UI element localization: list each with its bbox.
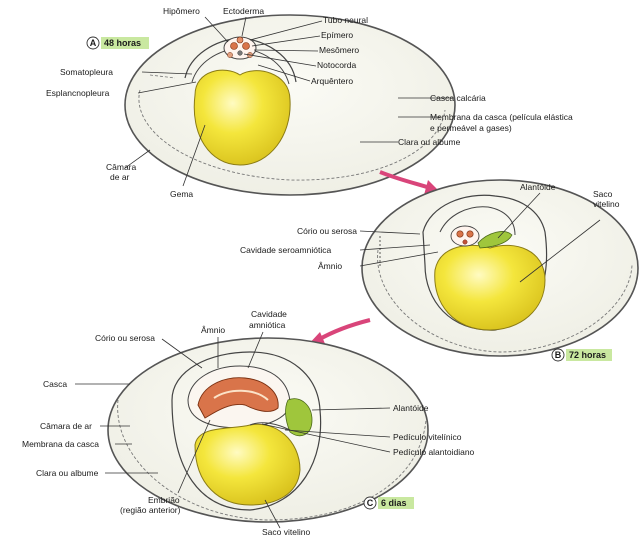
stage-b-letter: B <box>555 350 562 360</box>
stage-a-egg <box>125 15 455 195</box>
stage-a-letter: A <box>90 38 97 48</box>
label-membrana-c: Membrana da casca <box>22 439 99 449</box>
label-alantoide-b: Alantóide <box>520 182 556 192</box>
label-alantoide-c: Alantóide <box>393 403 429 413</box>
stage-b-badge: B 72 horas <box>552 349 612 361</box>
label-epimero: Epímero <box>321 30 353 40</box>
label-somatopleura: Somatopleura <box>60 67 113 77</box>
label-pediculo-vitelinico: Pedículo vitelínico <box>393 432 462 442</box>
label-cavidade-b: Cavidade seroamniótica <box>240 245 331 255</box>
label-corio-b: Cório ou serosa <box>297 226 357 236</box>
label-clara: Clara ou albume <box>398 137 461 147</box>
label-gema: Gema <box>170 189 193 199</box>
label-esplancnopleura: Esplancnopleura <box>46 88 110 98</box>
label-saco-b-1: Saco <box>593 189 613 199</box>
label-saco-c: Saco vitelino <box>262 527 310 537</box>
label-saco-b-2: vitelino <box>593 199 620 209</box>
label-clara-c: Clara ou albume <box>36 468 99 478</box>
label-embriao-1: Embrião <box>148 495 180 505</box>
stage-c-badge: C 6 dias <box>364 497 414 509</box>
label-mesomero: Mesômero <box>319 45 359 55</box>
label-membrana-casca-2: e permeável a gases) <box>430 123 512 133</box>
label-corio-c: Cório ou serosa <box>95 333 155 343</box>
label-cavidade-c-2: amniótica <box>249 320 286 330</box>
label-casca-calcaria: Casca calcária <box>430 93 486 103</box>
stage-c-time: 6 dias <box>381 498 407 508</box>
label-notocorda: Notocorda <box>317 60 356 70</box>
label-cavidade-c-1: Cavidade <box>251 309 287 319</box>
stage-a-time: 48 horas <box>104 38 141 48</box>
label-ectoderma: Ectoderma <box>223 6 264 16</box>
label-camara-2: de ar <box>110 172 130 182</box>
label-embriao-2: (região anterior) <box>120 505 181 515</box>
label-pediculo-alantoidiano: Pedículo alantoidiano <box>393 447 475 457</box>
label-membrana-casca-1: Membrana da casca (película elástica <box>430 112 573 122</box>
label-arquentero: Arquêntero <box>311 76 353 86</box>
label-tubo-neural: Tubo neural <box>323 15 368 25</box>
stage-a-badge: A 48 horas <box>87 37 149 49</box>
label-amnio-b: Âmnio <box>318 261 342 271</box>
label-casca-c: Casca <box>43 379 67 389</box>
stage-b-time: 72 horas <box>569 350 606 360</box>
label-camara-1: Câmara <box>106 162 137 172</box>
stage-c-letter: C <box>367 498 374 508</box>
label-hipomero: Hipômero <box>163 6 200 16</box>
label-amnio-c: Âmnio <box>201 325 225 335</box>
label-camara-c: Câmara de ar <box>40 421 92 431</box>
